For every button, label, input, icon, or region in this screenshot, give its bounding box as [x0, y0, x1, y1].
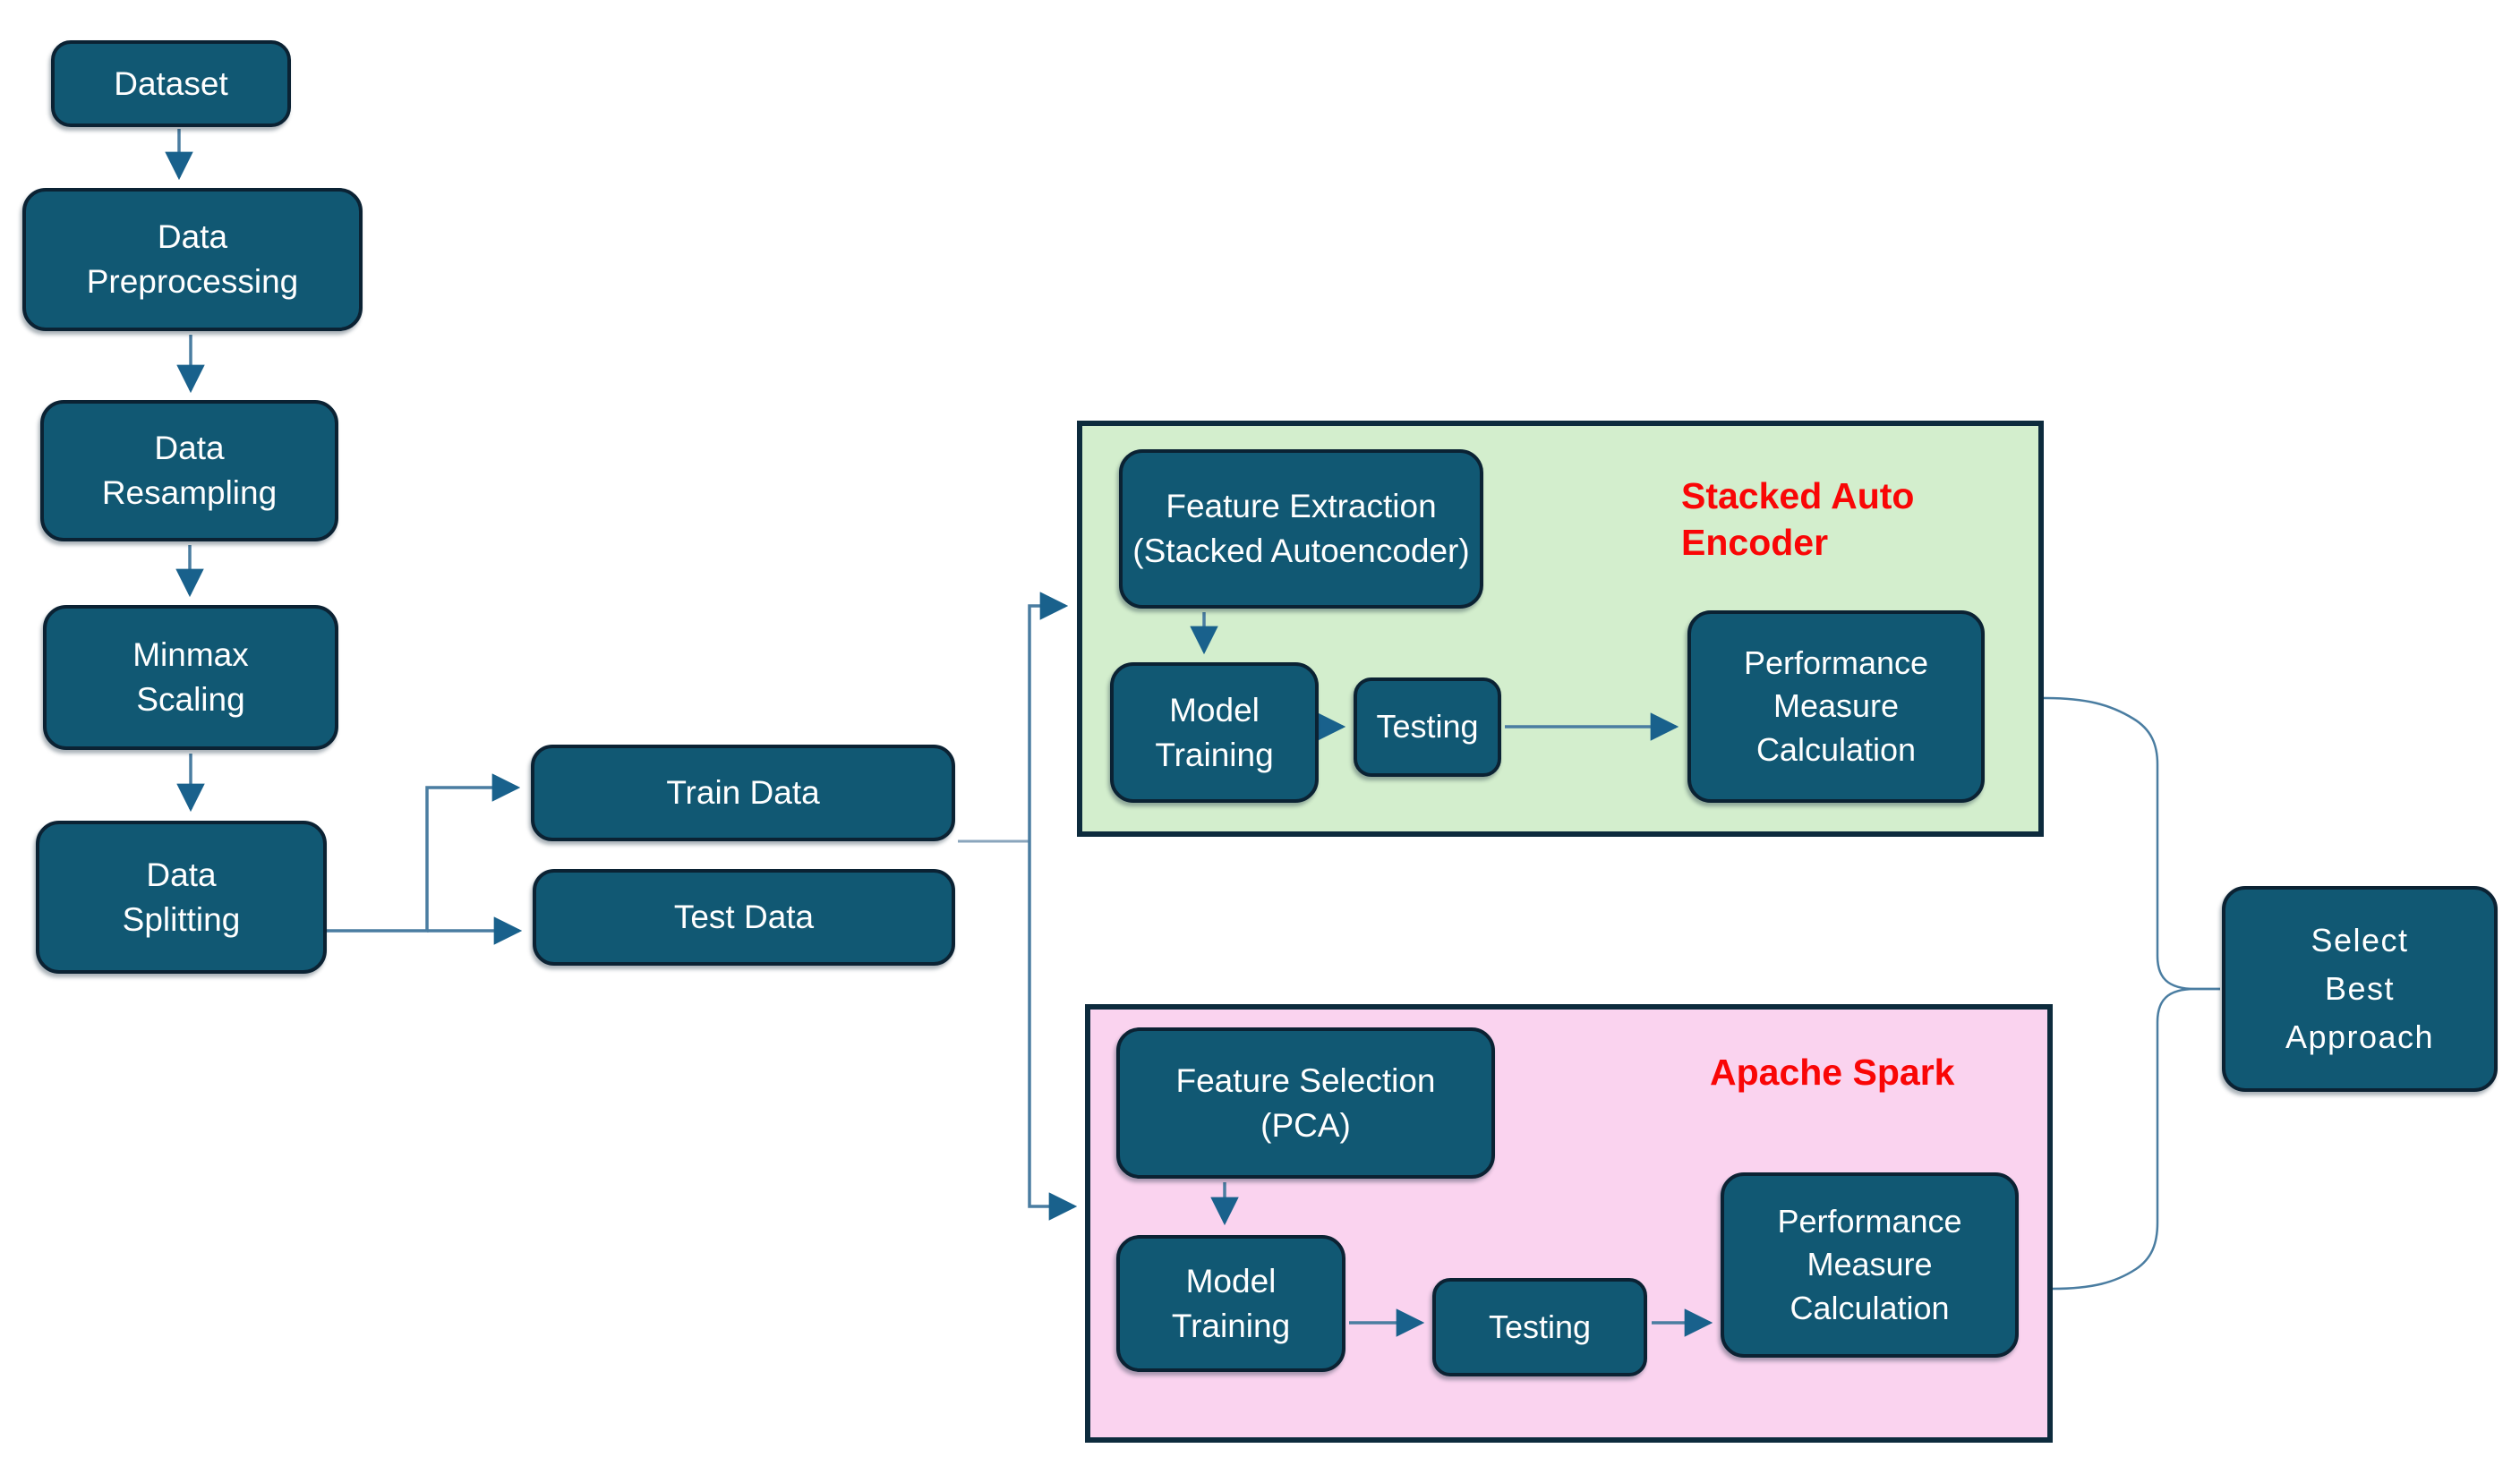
connector-spark-to-select-best	[2052, 987, 2220, 1291]
node-select-best-line2: Best	[2324, 970, 2396, 1007]
node-dataset: Dataset	[51, 40, 291, 127]
node-minmax-scaling-line2: Scaling	[136, 681, 245, 718]
node-sae-performance-line2: Measure	[1773, 687, 1900, 725]
node-spark-performance-line1: Performance	[1777, 1203, 1962, 1240]
node-train-data: Train Data	[531, 745, 955, 841]
node-spark-testing-label: Testing	[1488, 1308, 1592, 1345]
node-feature-extraction-line1: Feature Extraction	[1166, 488, 1437, 525]
stacked-autoencoder-region-label: Stacked Auto Encoder	[1681, 473, 1977, 567]
node-train-data-label: Train Data	[666, 774, 820, 812]
node-spark-performance: Performance Measure Calculation	[1721, 1172, 2019, 1358]
node-minmax-scaling: Minmax Scaling	[43, 605, 338, 750]
node-sae-testing: Testing	[1354, 677, 1501, 777]
apache-spark-region-label: Apache Spark	[1710, 1049, 2005, 1095]
node-sae-performance-line3: Calculation	[1755, 730, 1917, 768]
node-spark-model-training: Model Training	[1116, 1235, 1345, 1372]
node-sae-model-training: Model Training	[1110, 662, 1319, 803]
node-feature-selection-line1: Feature Selection	[1175, 1061, 1436, 1099]
node-minmax-scaling-line1: Minmax	[132, 636, 249, 674]
node-data-resampling-line1: Data	[154, 430, 225, 467]
arrow-branch-to-sae-region	[1028, 592, 1069, 841]
node-sae-performance-line1: Performance	[1743, 644, 1929, 682]
apache-spark-label-line1: Apache Spark	[1710, 1052, 1955, 1093]
node-data-preprocessing: Data Preprocessing	[22, 188, 363, 331]
node-spark-model-training-line1: Model	[1185, 1262, 1277, 1299]
node-data-splitting-line1: Data	[146, 856, 217, 893]
node-spark-performance-line2: Measure	[1807, 1246, 1933, 1283]
node-test-data-label: Test Data	[673, 899, 815, 936]
stacked-autoencoder-label-line2: Encoder	[1681, 522, 1829, 564]
node-feature-selection: Feature Selection (PCA)	[1116, 1027, 1495, 1179]
stacked-autoencoder-label-line1: Stacked Auto	[1681, 475, 1915, 516]
node-spark-model-training-line2: Training	[1171, 1307, 1291, 1344]
node-data-preprocessing-line2: Preprocessing	[86, 263, 299, 300]
node-dataset-label: Dataset	[114, 64, 228, 102]
node-feature-extraction-line2: (Stacked Autoencoder)	[1132, 533, 1470, 569]
node-test-data: Test Data	[533, 869, 955, 966]
arrow-branch-to-spark-region	[1028, 841, 1078, 1221]
arrow-splitting-to-train-data	[327, 773, 521, 933]
node-data-resampling-line2: Resampling	[101, 474, 278, 511]
connector-sae-to-select-best	[2043, 696, 2220, 991]
node-select-best-line3: Approach	[2285, 1018, 2435, 1055]
node-spark-testing: Testing	[1432, 1278, 1647, 1376]
node-data-preprocessing-line1: Data	[157, 218, 228, 256]
node-sae-model-training-line1: Model	[1169, 691, 1260, 728]
node-select-best-approach: Select Best Approach	[2222, 886, 2498, 1092]
node-select-best-line1: Select	[2311, 922, 2409, 959]
node-data-resampling: Data Resampling	[40, 400, 338, 541]
node-sae-testing-label: Testing	[1376, 708, 1479, 746]
node-sae-performance: Performance Measure Calculation	[1687, 610, 1985, 803]
node-data-splitting: Data Splitting	[36, 821, 327, 974]
node-feature-extraction: Feature Extraction (Stacked Autoencoder)	[1119, 449, 1483, 609]
node-sae-model-training-line2: Training	[1155, 736, 1274, 773]
node-feature-selection-line2: (PCA)	[1260, 1106, 1351, 1144]
node-data-splitting-line2: Splitting	[122, 900, 241, 938]
node-spark-performance-line3: Calculation	[1790, 1289, 1950, 1326]
